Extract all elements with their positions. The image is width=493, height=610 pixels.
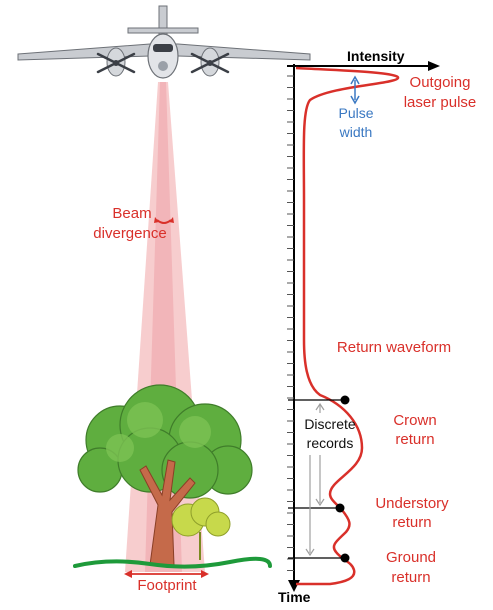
- crown-return-label-line2: return: [395, 431, 434, 448]
- ground-record-point: [340, 553, 350, 563]
- ground-return-label-line1: Ground: [386, 549, 436, 566]
- crown-return-label-line1: Crown: [393, 412, 436, 429]
- beam-divergence-label-line1: Beam: [112, 205, 151, 222]
- beam-divergence-marker: [154, 217, 174, 224]
- pulse-width-label-line2: width: [339, 124, 373, 140]
- waveform-curve: [295, 66, 400, 586]
- discrete-records-label-line2: records: [307, 435, 354, 451]
- tree: [77, 384, 253, 566]
- pulse-width-indicator: [350, 75, 360, 105]
- understory-return-label-line1: Understory: [375, 495, 449, 512]
- crown-record-point: [340, 395, 350, 405]
- discrete-records-label-line1: Discrete: [304, 416, 356, 432]
- airplane: [17, 5, 311, 79]
- understory-return-label-line2: return: [392, 514, 431, 531]
- outgoing-pulse-label-line2: laser pulse: [404, 94, 477, 111]
- intensity-axis-label: Intensity: [347, 48, 405, 64]
- return-waveform-label: Return waveform: [337, 339, 451, 356]
- intensity-axis: [287, 61, 440, 71]
- ground-line: [73, 556, 272, 569]
- beam-divergence-label-line2: divergence: [93, 225, 166, 242]
- footprint-label: Footprint: [137, 577, 197, 594]
- time-axis: [287, 64, 300, 592]
- time-axis-label: Time: [278, 589, 311, 605]
- understory-record-point: [335, 503, 345, 513]
- pulse-width-label-line1: Pulse: [338, 105, 373, 121]
- footprint-arrow: [124, 570, 209, 578]
- ground-return-label-line2: return: [391, 569, 430, 586]
- discrete-records: [288, 395, 350, 563]
- outgoing-pulse-label-line1: Outgoing: [410, 74, 471, 91]
